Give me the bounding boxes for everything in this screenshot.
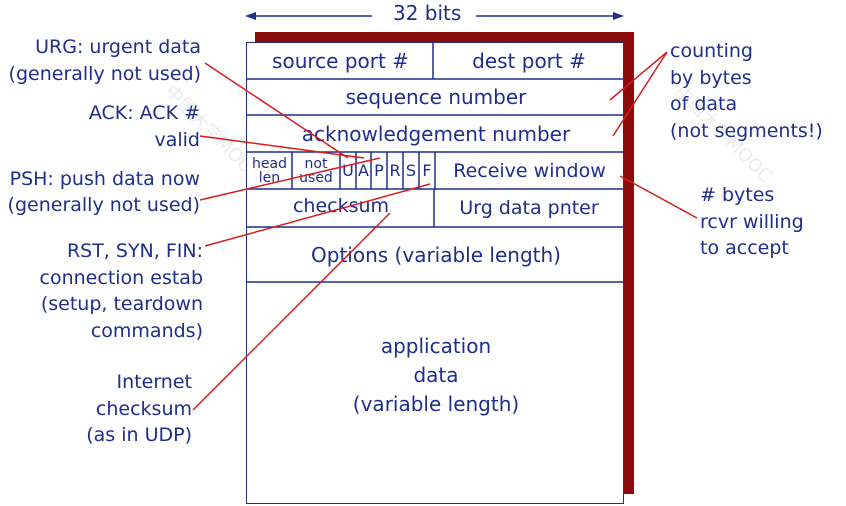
urg-pointer-field: Urg data pnter: [459, 197, 599, 219]
psh-line1: PSH: push data now: [9, 168, 200, 190]
bytes-annotation: # bytes rcvr willing to accept: [700, 182, 804, 262]
not-used-line2: used: [299, 169, 333, 186]
rst-line4: commands): [90, 319, 203, 342]
checksum-field: checksum: [292, 195, 390, 217]
width-label: 32 bits: [393, 1, 462, 25]
counting-annotation: counting by bytes of data (not segments!…: [670, 38, 823, 144]
rst-line3: (setup, teardown: [40, 293, 203, 315]
head-len-field: head len: [247, 152, 292, 189]
counting-leader-seq: [609, 51, 668, 101]
bytes-leader: [619, 175, 698, 219]
sequence-number-field: sequence number: [345, 85, 527, 109]
flag-psh: P: [374, 161, 384, 180]
psh-annotation: PSH: push data now (generally not used): [8, 166, 200, 218]
counting-leader-ack: [612, 51, 668, 137]
psh-leader: [199, 157, 381, 201]
rst-syn-fin-annotation: RST, SYN, FIN: connection estab (setup, …: [40, 238, 203, 344]
checksum-leader: [192, 212, 391, 411]
not-used-line1: not: [304, 155, 328, 172]
options-field: Options (variable length): [311, 242, 561, 267]
urg-annotation: URG: urgent data (generally not used): [9, 34, 201, 88]
rst-line1: RST, SYN, FIN:: [66, 240, 203, 262]
ack-line1: ACK: ACK #: [88, 102, 200, 124]
rst-syn-fin-leader: [204, 183, 431, 247]
rst-line2: connection estab: [39, 266, 203, 289]
dest-port-field: dest port #: [472, 48, 586, 73]
ack-leader: [199, 135, 365, 159]
counting-line1: counting: [670, 40, 753, 62]
psh-line2: (generally not used): [7, 194, 200, 216]
flag-urg: U: [342, 161, 354, 180]
urg-line2: (generally not used): [8, 63, 201, 85]
counting-line4: (not segments!): [670, 119, 823, 142]
app-data-line2: data: [413, 362, 459, 387]
checksum-ann-line1: Internet: [116, 371, 192, 393]
application-data-field: application data (variable length): [248, 330, 624, 420]
ack-number-field: acknowledgement number: [301, 121, 571, 146]
counting-line3: of data: [670, 93, 738, 115]
ack-line2: valid: [154, 129, 200, 151]
receive-window-field: Receive window: [453, 159, 606, 182]
not-used-field: not used: [292, 152, 340, 189]
flag-ack: A: [358, 161, 369, 180]
urg-line1: URG: urgent data: [35, 36, 201, 58]
app-data-line1: application: [380, 333, 492, 358]
head-len-line2: len: [258, 169, 281, 186]
bytes-line2: rcvr willing: [700, 210, 804, 233]
flag-fin: F: [422, 161, 432, 180]
source-port-field: source port #: [272, 48, 409, 73]
checksum-ann-line2: checksum: [95, 397, 192, 420]
head-len-line1: head: [252, 155, 287, 172]
urg-leader: [204, 62, 349, 159]
tcp-segment: [246, 42, 624, 504]
ack-annotation: ACK: ACK # valid: [89, 100, 200, 154]
counting-line2: by bytes: [670, 66, 752, 89]
bytes-line3: to accept: [700, 237, 789, 259]
flag-rst: R: [389, 161, 401, 180]
app-data-line3: (variable length): [352, 391, 520, 416]
checksum-annotation: Internet checksum (as in UDP): [86, 369, 192, 449]
bytes-line1: # bytes: [700, 184, 775, 206]
checksum-ann-line3: (as in UDP): [86, 424, 192, 446]
flag-syn: S: [405, 161, 417, 180]
